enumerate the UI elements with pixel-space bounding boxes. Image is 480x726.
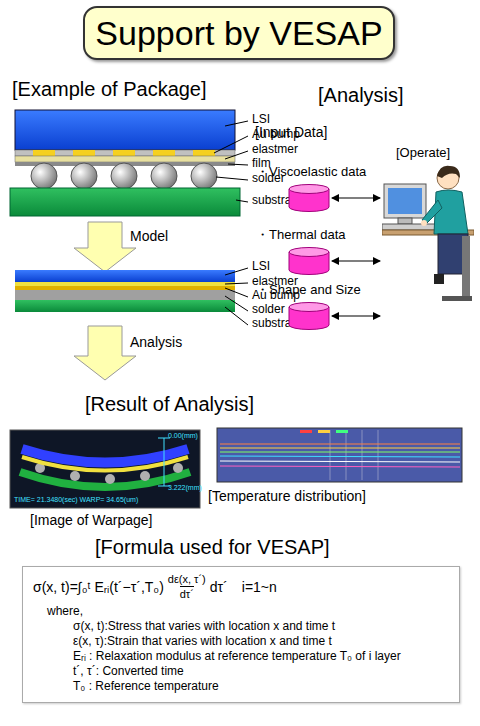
double-arrow <box>332 315 380 316</box>
formula-box: σ(x, t)=∫₀ᵗ Eᵣᵢ(t´−τ´,T₀)dε(x, τ´)dτ´dτ´… <box>22 566 460 703</box>
text-label: solder <box>252 303 285 317</box>
formula-text: σ(x, t)=∫₀ᵗ Eᵣᵢ(t´−τ´,T₀) <box>33 580 164 595</box>
symbol-definition: t´, τ´: Converted time <box>73 664 449 679</box>
warpage-image <box>10 430 200 508</box>
formula-row: σ(x, t)=∫₀ᵗ Eᵣᵢ(t´−τ´,T₀)dε(x, τ´)dτ´dτ´… <box>33 573 449 601</box>
operator-figure: [Operate] <box>382 162 474 332</box>
text-label: [Example of Package] <box>12 78 207 101</box>
double-arrow <box>332 260 380 261</box>
data-label: ・Thermal data <box>256 226 346 244</box>
fraction: dε(x, τ´)dτ´ <box>168 573 206 601</box>
text-label: LSI <box>252 260 270 274</box>
title-text: Support by VESAP <box>95 14 382 53</box>
text-label: [Input Data] <box>255 124 327 140</box>
data-label: ・Viscoelastic data <box>256 163 366 181</box>
formula-text: dτ´ <box>210 580 228 595</box>
symbol-definition: ε(x, τ):Strain that varies with location… <box>73 634 449 649</box>
title-box: Support by VESAP <box>83 6 395 60</box>
text-label: [Result of Analysis] <box>85 393 254 416</box>
data-label: ・Shape and Size <box>256 281 361 299</box>
package-drawing <box>10 110 248 216</box>
model-drawing <box>15 268 248 325</box>
text-label: 3.222(mm) <box>168 484 202 492</box>
text-label: [Temperature distribution] <box>208 488 366 504</box>
text-label: [Formula used for VESAP] <box>95 536 330 559</box>
cylinder-icon <box>288 247 330 275</box>
symbol-definition: T₀ : Reference temperature <box>73 679 449 694</box>
formula-where: where, <box>47 604 449 619</box>
operator-label: [Operate] <box>396 145 450 160</box>
fraction-denominator: dτ´ <box>180 586 194 601</box>
symbol-definition: Eᵣᵢ : Relaxation modulus at reference te… <box>73 649 449 664</box>
data-cylinder: ・Thermal data <box>288 247 330 275</box>
data-cylinder: ・Shape and Size <box>288 302 330 330</box>
fraction-numerator: dε(x, τ´) <box>168 573 206 586</box>
text-label: elastmer <box>252 143 298 157</box>
text-label: Analysis <box>130 334 182 350</box>
symbol-definition: σ(x, t):Stress that varies with location… <box>73 619 449 634</box>
double-arrow <box>332 197 380 198</box>
down-arrow <box>74 326 136 380</box>
text-label: 0.00(mm) <box>168 432 198 440</box>
text-label: TIME= 21.3480(sec) WARP= 34.65(um) <box>14 496 138 504</box>
data-cylinder: ・Viscoelastic data <box>288 184 330 212</box>
text-label: [Image of Warpage] <box>30 512 152 528</box>
down-arrow <box>74 222 136 272</box>
operator-icon <box>382 162 474 332</box>
text-label: [Analysis] <box>318 84 404 107</box>
index-range: i=1~n <box>242 580 277 595</box>
cylinder-icon <box>288 302 330 330</box>
text-label: Model <box>130 228 168 244</box>
temperature-image <box>217 428 462 482</box>
cylinder-icon <box>288 184 330 212</box>
